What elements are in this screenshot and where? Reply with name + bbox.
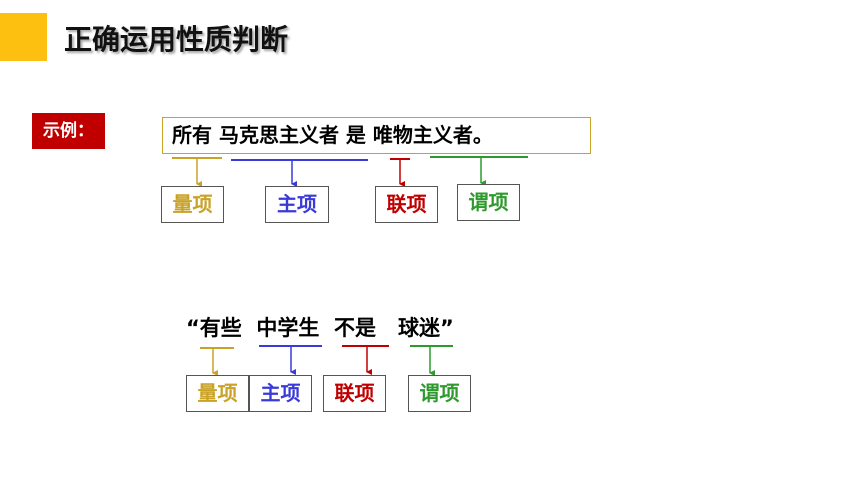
term-box-copula: 联项 bbox=[323, 375, 386, 412]
connector-copula-2 bbox=[342, 345, 389, 375]
accent-bar bbox=[0, 13, 47, 61]
term-box-subject: 主项 bbox=[265, 186, 329, 223]
connector-quantifier-1 bbox=[172, 157, 222, 187]
term-box-copula: 联项 bbox=[375, 186, 438, 223]
term-box-predicate: 谓项 bbox=[457, 184, 520, 221]
term-box-quantifier: 量项 bbox=[161, 186, 224, 223]
example-tag: 示例： bbox=[32, 113, 105, 149]
term-box-quantifier: 量项 bbox=[186, 375, 249, 412]
term-box-predicate: 谓项 bbox=[408, 375, 471, 412]
connector-copula-1 bbox=[390, 158, 410, 187]
connector-predicate-2 bbox=[410, 345, 453, 376]
page-title: 正确运用性质判断 bbox=[64, 23, 289, 56]
example-sentence-box: 所有 马克思主义者 是 唯物主义者。 bbox=[162, 117, 591, 154]
connector-quantifier-2 bbox=[200, 347, 234, 376]
connector-subject-2 bbox=[259, 345, 322, 375]
term-box-subject: 主项 bbox=[249, 375, 312, 412]
connector-subject-1 bbox=[231, 159, 368, 187]
second-example-sentence: “有些 中学生 不是 球迷” bbox=[186, 316, 454, 340]
connector-predicate-1 bbox=[430, 156, 528, 186]
